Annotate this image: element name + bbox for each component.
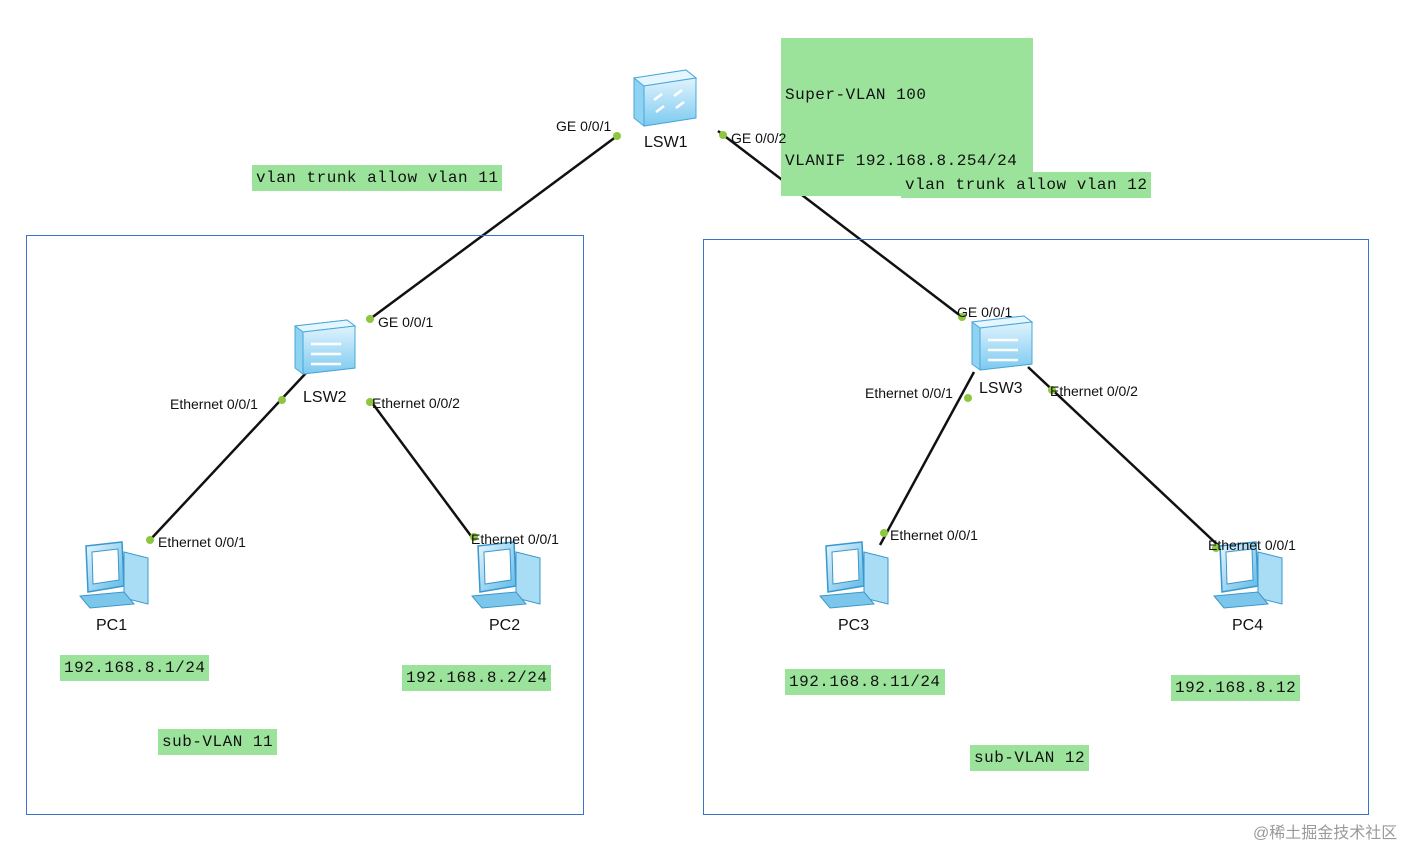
- watermark: @稀土掘金技术社区: [1253, 825, 1398, 842]
- ip-note-pc2: 192.168.8.2/24: [402, 665, 552, 691]
- super-vlan-line1: Super-VLAN 100: [785, 86, 927, 104]
- pc3-computer-icon[interactable]: [819, 541, 889, 609]
- lsw3-switch-icon[interactable]: [970, 315, 1034, 371]
- port-label-lsw1-ge002: GE 0/0/2: [731, 130, 787, 146]
- trunk-note-left: vlan trunk allow vlan 11: [252, 165, 503, 191]
- port-label-pc4-eth: Ethernet 0/0/1: [1208, 537, 1296, 553]
- port-label-lsw1-ge001: GE 0/0/1: [556, 118, 612, 134]
- port-label-lsw2-ge001: GE 0/0/1: [378, 314, 434, 330]
- ip-note-pc1: 192.168.8.1/24: [60, 655, 210, 681]
- port-label-pc3-eth: Ethernet 0/0/1: [890, 527, 978, 543]
- lsw1-switch-icon[interactable]: [632, 69, 698, 127]
- lsw3-label: LSW3: [979, 380, 1023, 397]
- port-label-lsw2-eth002: Ethernet 0/0/2: [372, 395, 460, 411]
- port-label-pc1-eth: Ethernet 0/0/1: [158, 534, 246, 550]
- pc4-label: PC4: [1232, 617, 1264, 634]
- link-lsw1-lsw2: [369, 134, 618, 321]
- pc3-label: PC3: [838, 617, 870, 634]
- port-label-pc2-eth: Ethernet 0/0/1: [471, 531, 559, 547]
- subvlan-note-right: sub-VLAN 12: [970, 745, 1090, 771]
- pc1-computer-icon[interactable]: [79, 541, 149, 609]
- link-lsw1-lsw3: [717, 130, 963, 318]
- port-label-lsw2-eth001: Ethernet 0/0/1: [170, 396, 258, 412]
- ip-note-pc4: 192.168.8.12: [1171, 675, 1301, 701]
- port-label-lsw3-ge001: GE 0/0/1: [957, 304, 1013, 320]
- pc1-label: PC1: [96, 617, 128, 634]
- pc4-computer-icon[interactable]: [1213, 541, 1283, 609]
- super-vlan-line2: VLANIF 192.168.8.254/24: [785, 152, 1018, 170]
- subvlan-note-left: sub-VLAN 11: [158, 729, 278, 755]
- lsw2-switch-icon[interactable]: [293, 319, 357, 375]
- lsw2-label: LSW2: [303, 389, 347, 406]
- pc2-label: PC2: [489, 617, 521, 634]
- subvlan-11-area: [26, 235, 584, 815]
- port-dots: [146, 131, 1220, 552]
- ip-note-pc3: 192.168.8.11/24: [785, 669, 945, 695]
- lsw1-label: LSW1: [644, 134, 688, 151]
- trunk-note-right: vlan trunk allow vlan 12: [901, 172, 1152, 198]
- subvlan-12-area: [703, 239, 1369, 815]
- link-lsw3-pc4: [1027, 366, 1223, 550]
- port-label-lsw3-eth002: Ethernet 0/0/2: [1050, 383, 1138, 399]
- pc2-computer-icon[interactable]: [471, 541, 541, 609]
- super-vlan-note: Super-VLAN 100 VLANIF 192.168.8.254/24: [781, 38, 1033, 196]
- port-label-lsw3-eth001: Ethernet 0/0/1: [865, 385, 953, 401]
- link-lsw3-pc3: [878, 371, 976, 546]
- link-lsw2-pc2: [368, 399, 476, 541]
